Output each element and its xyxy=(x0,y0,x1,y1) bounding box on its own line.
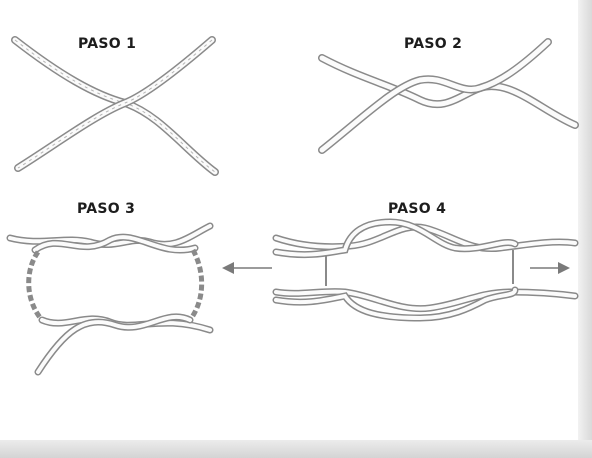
step-4-rope-illustration xyxy=(228,222,575,318)
step-2-rope-b xyxy=(322,42,548,150)
step-3-side-loops xyxy=(29,250,202,320)
step-1-rope-illustration xyxy=(15,40,215,172)
step-3-rope-illustration xyxy=(10,226,210,372)
step-3-bottom-twist xyxy=(38,317,210,372)
step-4-top-rope xyxy=(276,222,575,255)
step-3-top-twist xyxy=(10,226,210,250)
step-4-bottom-rope xyxy=(276,290,575,318)
step-2-rope-illustration xyxy=(322,42,575,150)
step-4-connectors xyxy=(326,250,513,286)
